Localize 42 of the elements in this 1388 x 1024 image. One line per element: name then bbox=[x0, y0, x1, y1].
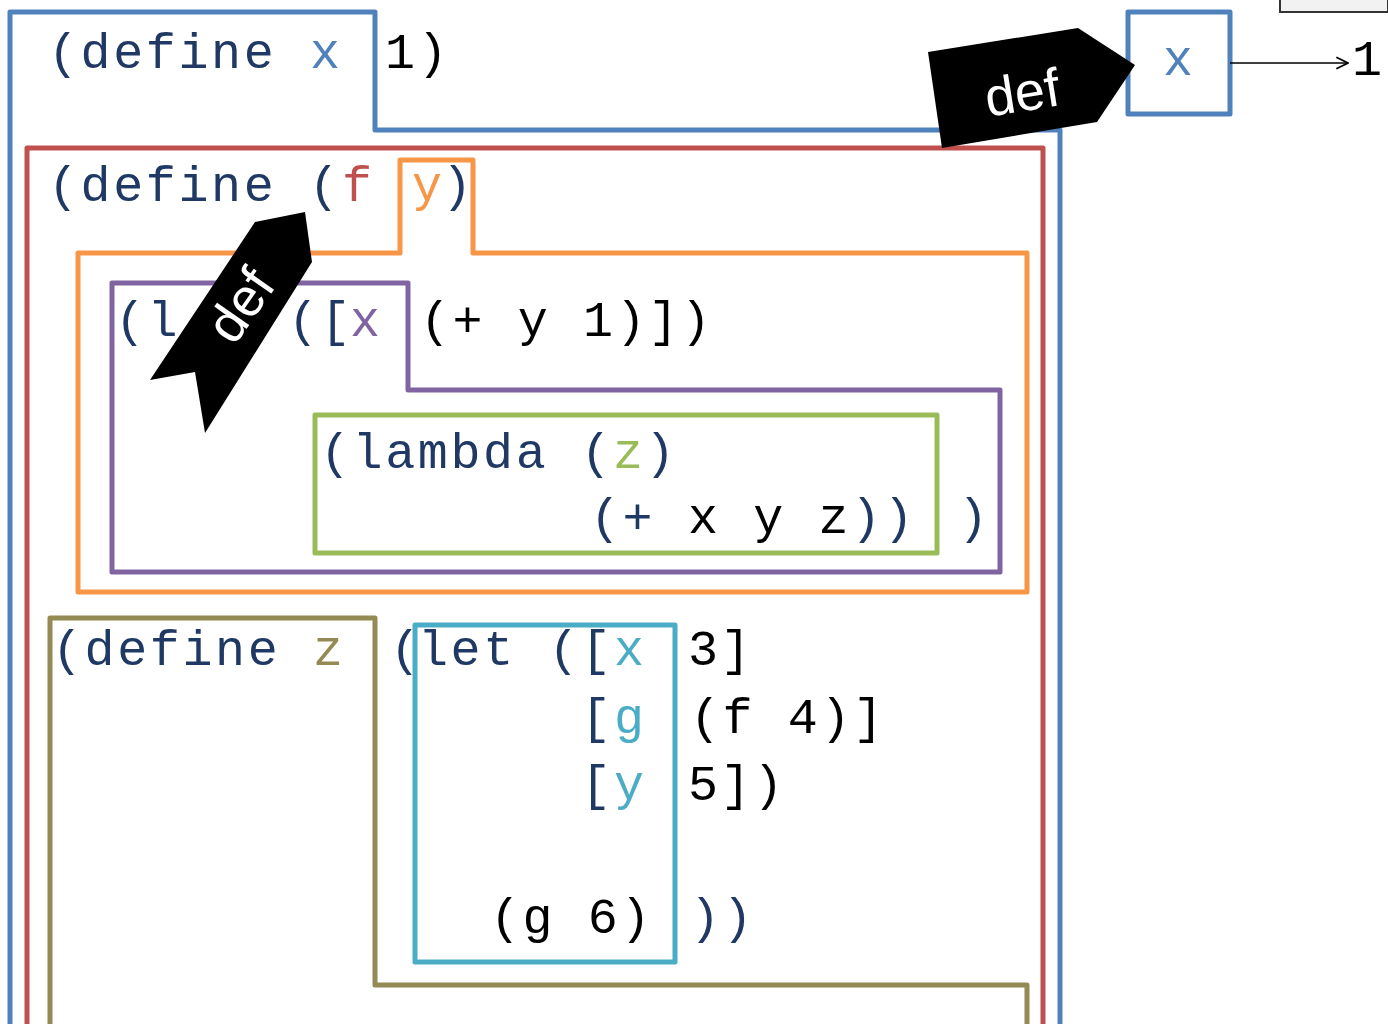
scope-contour bbox=[10, 12, 1060, 1024]
code-text: x bbox=[310, 25, 343, 85]
code-text: ) bbox=[442, 158, 475, 218]
code-text: (g 6) bbox=[490, 890, 654, 950]
code-text: (l bbox=[115, 293, 181, 353]
code-text: z bbox=[313, 622, 346, 682]
arrow bbox=[1229, 56, 1349, 70]
code-text: [ bbox=[581, 690, 614, 750]
code-text: x bbox=[614, 622, 647, 682]
def-arrow-tag bbox=[928, 28, 1135, 148]
frame-box bbox=[1280, 0, 1388, 12]
code-text: [ bbox=[581, 757, 614, 817]
scope-contour bbox=[27, 148, 1043, 1024]
scope-contour bbox=[50, 618, 1027, 1024]
code-text: ) bbox=[958, 490, 991, 550]
code-text: y bbox=[412, 158, 445, 218]
code-text: x bbox=[350, 293, 383, 353]
code-text: f bbox=[342, 158, 375, 218]
tag-label: def bbox=[980, 58, 1064, 126]
code-text: )) bbox=[851, 490, 917, 550]
binding-box bbox=[1128, 12, 1230, 114]
code-text: (+ bbox=[590, 490, 656, 550]
code-text: 5]) bbox=[688, 757, 786, 817]
code-text: x y z bbox=[688, 490, 852, 550]
code-text: (f 4)] bbox=[690, 690, 886, 750]
code-text: (+ y 1)]) bbox=[420, 293, 714, 353]
code-text: 3] bbox=[688, 622, 754, 682]
scope-contour bbox=[415, 625, 675, 962]
value-text: 1 bbox=[1352, 32, 1385, 92]
code-text: 1) bbox=[385, 25, 451, 85]
code-text: y bbox=[614, 757, 647, 817]
code-text: (define ( bbox=[48, 158, 342, 218]
code-text: (define bbox=[48, 25, 277, 85]
code-text: ) bbox=[645, 425, 678, 485]
code-text: g bbox=[614, 690, 647, 750]
tag-label: def bbox=[195, 258, 285, 352]
code-text: (define bbox=[52, 622, 281, 682]
code-text: (lambda ( bbox=[320, 425, 614, 485]
code-text: x bbox=[1163, 32, 1196, 92]
scope-contour bbox=[315, 415, 937, 553]
code-text: z bbox=[613, 425, 646, 485]
code-text: )) bbox=[690, 890, 756, 950]
